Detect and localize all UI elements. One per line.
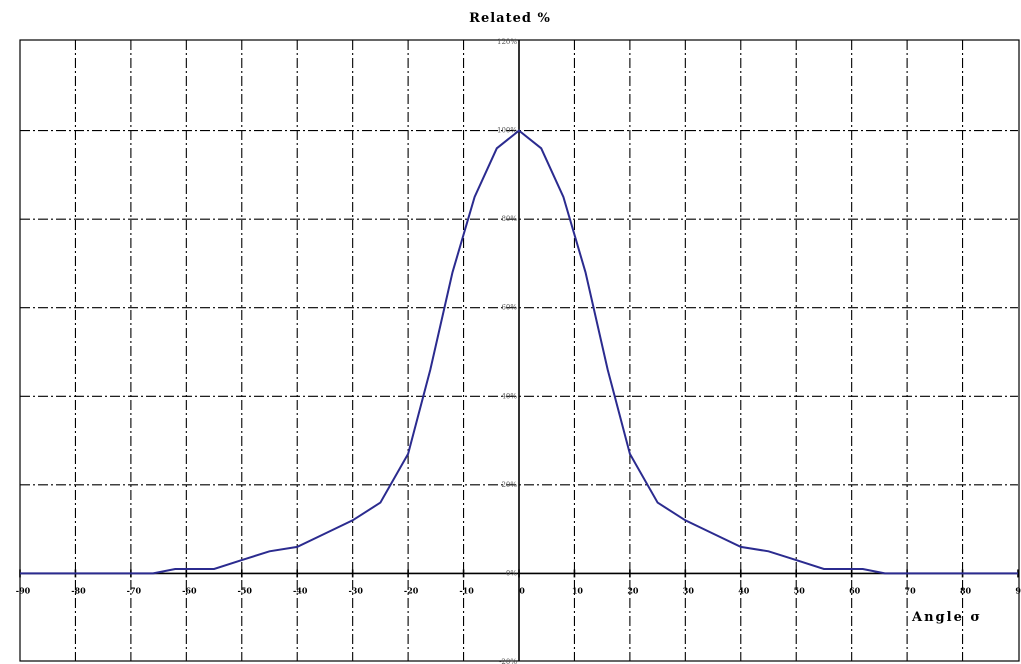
y-tick-label: 100% [497, 127, 517, 135]
x-tick-label: 10 [572, 585, 584, 595]
x-tick-label: -30 [348, 585, 363, 595]
x-tick-label: -70 [127, 585, 142, 595]
x-tick-label: 80 [960, 585, 972, 595]
chart-title: Related % [469, 11, 551, 26]
x-tick-label: 20 [627, 585, 639, 595]
x-tick-label: 60 [849, 585, 861, 595]
y-tick-label: 60% [501, 304, 517, 312]
y-tick-label: 80% [501, 215, 517, 223]
x-tick-label: -20 [404, 585, 419, 595]
series-line [20, 129, 1018, 575]
axes [19, 40, 1019, 661]
x-tick-label: -80 [71, 585, 86, 595]
x-tick-label: -10 [459, 585, 474, 595]
y-tick-label: -20% [499, 658, 517, 664]
x-tick-label: 50 [794, 585, 806, 595]
x-axis-label: Angle σ [911, 610, 982, 625]
x-tick-label: 70 [905, 585, 917, 595]
y-tick-labels: -20% 0% 20% 40% 60% 80% 100% 120% [497, 38, 517, 664]
x-tick-label: -60 [182, 585, 197, 595]
y-tick-label: 20% [501, 481, 517, 489]
y-tick-label: 0% [506, 569, 517, 577]
x-tick-label: 30 [683, 585, 695, 595]
x-tick-label: -40 [293, 585, 308, 595]
x-tick-label: -50 [238, 585, 253, 595]
x-tick-label: 40 [738, 585, 750, 595]
x-tick-label: -90 [16, 585, 31, 595]
series-group [20, 129, 1018, 575]
x-tick-label: 90 [1015, 585, 1021, 595]
y-tick-label: 120% [497, 38, 517, 46]
x-tick-label: 0 [519, 585, 525, 595]
x-tick-labels: -90 -80 -70 -60 -50 -40 -30 -20 -10 0 10 20 30 40 50 60… [16, 585, 1021, 595]
y-tick-label: 40% [501, 392, 517, 400]
